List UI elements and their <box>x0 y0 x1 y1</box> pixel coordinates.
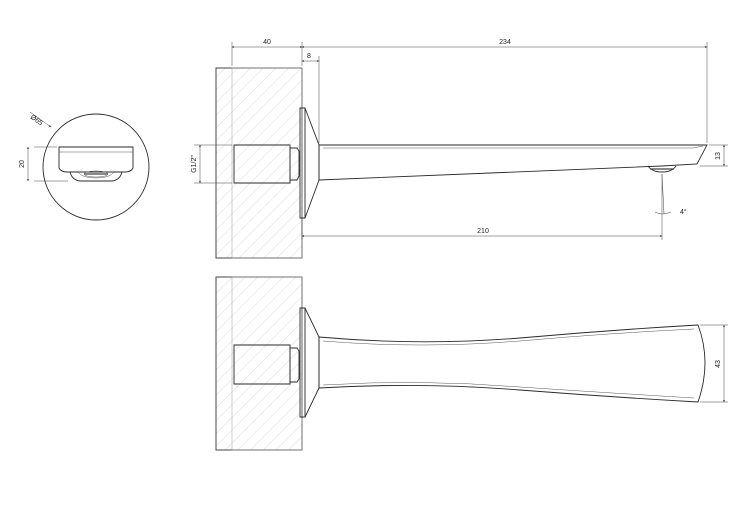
dim-plate-gap: 8 <box>307 53 311 60</box>
spout-top <box>318 324 706 403</box>
connection-body-top <box>233 344 291 385</box>
dim-spout-length: 234 <box>499 39 511 46</box>
end-view: 20 Ø65 <box>19 111 150 221</box>
side-view: 40 8 234 13 G1/2" 210 4° <box>191 39 728 259</box>
dim-outlet-angle: 4° <box>680 208 687 216</box>
spout-side <box>318 144 708 181</box>
flange <box>304 107 320 219</box>
dim-rosette-diameter: Ø65 <box>29 114 44 127</box>
end-view-body <box>58 146 134 173</box>
dim-spout-width: 43 <box>715 360 722 368</box>
top-view: 43 <box>215 276 728 451</box>
dim-wall-thickness: 40 <box>263 39 271 46</box>
aerator-outline <box>69 171 123 182</box>
connection-body <box>233 144 291 184</box>
wall-section <box>215 67 303 259</box>
dim-spout-tip-height: 13 <box>715 152 722 160</box>
rosette-circle <box>42 113 150 221</box>
flange-top <box>304 307 320 418</box>
wall-section-top <box>215 276 303 451</box>
dim-spout-projection: 210 <box>477 228 489 235</box>
dim-thread: G1/2" <box>191 155 198 173</box>
dim-rosette-depth: 20 <box>19 160 26 168</box>
